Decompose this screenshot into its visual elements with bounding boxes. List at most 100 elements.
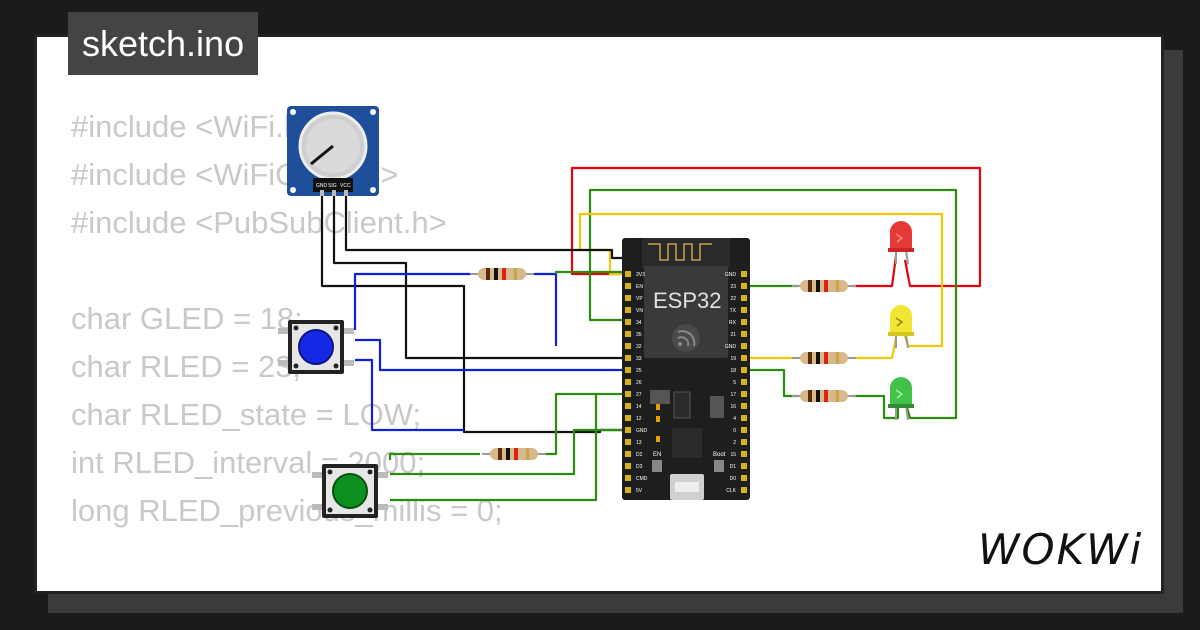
resistor	[470, 268, 534, 280]
wire-green	[546, 392, 630, 456]
pin-label: D1	[730, 464, 737, 470]
pin-label: 26	[636, 380, 642, 386]
header-pin	[625, 307, 631, 313]
pin-label: RX	[729, 320, 737, 326]
header-pin	[625, 439, 631, 445]
pin-label: 16	[730, 404, 736, 410]
header-pin	[625, 427, 631, 433]
header-pin	[625, 331, 631, 337]
boot-button[interactable]	[714, 460, 724, 472]
header-pin	[741, 379, 747, 385]
wire-blue	[353, 272, 470, 330]
pin-label: 35	[636, 332, 642, 338]
header-pin	[741, 487, 747, 493]
pin-label: 13	[636, 440, 642, 446]
resistor	[482, 448, 546, 460]
header-pin	[741, 391, 747, 397]
board-label: ESP32	[653, 288, 722, 313]
code-line: char GLED = 18;	[71, 301, 303, 336]
header-pin	[741, 463, 747, 469]
pin-label: 25	[636, 368, 642, 374]
led-red	[888, 221, 914, 265]
button-cap	[298, 329, 334, 365]
wire-red	[570, 166, 982, 288]
en-button[interactable]	[652, 460, 662, 472]
header-pin	[625, 391, 631, 397]
pin-label: GND	[636, 428, 648, 434]
pushbutton-blue	[278, 320, 354, 374]
wire-blue	[534, 272, 558, 346]
pin-label: 18	[730, 368, 736, 374]
header-pin	[741, 427, 747, 433]
led-yellow	[888, 305, 914, 349]
header-pin	[625, 487, 631, 493]
wokwi-logo: WOKWi	[978, 525, 1143, 574]
header-pin	[741, 475, 747, 481]
header-pin	[625, 463, 631, 469]
header-pin	[625, 283, 631, 289]
pin-label: CMD	[636, 476, 648, 482]
pin-label: 0	[733, 428, 736, 434]
espressif-logo-icon	[672, 324, 700, 352]
pin-label: CLK	[726, 488, 736, 494]
wire-black	[320, 190, 630, 434]
header-pin	[625, 319, 631, 325]
potentiometer: GND SIG VCC	[287, 106, 379, 196]
header-pin	[741, 367, 747, 373]
wires	[320, 166, 982, 502]
header-pin	[741, 295, 747, 301]
resistor	[792, 352, 856, 364]
wire-green	[588, 188, 958, 420]
pin-label: VP	[636, 296, 643, 302]
led-green	[888, 377, 914, 421]
header-pin	[625, 343, 631, 349]
header-pin	[741, 415, 747, 421]
header-pin	[741, 343, 747, 349]
wire-yellow	[578, 212, 944, 348]
pin-label: D0	[730, 476, 737, 482]
wire-black	[344, 190, 630, 260]
pin-label: EN	[636, 284, 643, 290]
wire-red	[852, 255, 898, 288]
wire-yellow	[852, 337, 898, 360]
pin-label: 32	[636, 344, 642, 350]
pin-label: 5	[733, 380, 736, 386]
resistor	[792, 280, 856, 292]
pin-label: 3V3	[636, 272, 645, 278]
wokwi-logo-text: WOKWi	[978, 525, 1143, 574]
pin-label: 34	[636, 320, 642, 326]
sketch-title: sketch.ino	[68, 12, 259, 75]
wire-blue	[355, 338, 630, 372]
header-pin	[741, 355, 747, 361]
pot-pin-label: SIG	[328, 183, 337, 189]
header-pin	[625, 295, 631, 301]
resistors	[470, 268, 856, 460]
pin-label: 17	[730, 392, 736, 398]
code-line: char RLED_state = LOW;	[71, 397, 422, 432]
code-line: long RLED_previous_millis = 0;	[71, 493, 503, 528]
pin-label: VN	[636, 308, 643, 314]
pin-label: 4	[733, 416, 736, 422]
left-header: 3V3ENVPVN343532332526271412GND13D2D3CMD5…	[625, 271, 648, 494]
pin-label: 19	[730, 356, 736, 362]
header-pin	[741, 331, 747, 337]
pushbutton-green	[312, 464, 388, 518]
resistor	[792, 390, 856, 402]
en-label: EN	[653, 452, 661, 458]
wire-green	[388, 452, 480, 460]
header-pin	[625, 379, 631, 385]
pin-label: 23	[730, 284, 736, 290]
pin-label: 33	[636, 356, 642, 362]
wire-green	[852, 394, 900, 420]
pin-label: 15	[730, 452, 736, 458]
pin-label: D2	[636, 452, 643, 458]
pin-label: GND	[725, 344, 737, 350]
wire-green	[390, 428, 630, 476]
knob-indicator	[310, 144, 334, 166]
header-pin	[741, 403, 747, 409]
header-pin	[741, 319, 747, 325]
pin-label: 22	[730, 296, 736, 302]
pot-pin-label: GND	[316, 183, 328, 189]
header-pin	[625, 271, 631, 277]
